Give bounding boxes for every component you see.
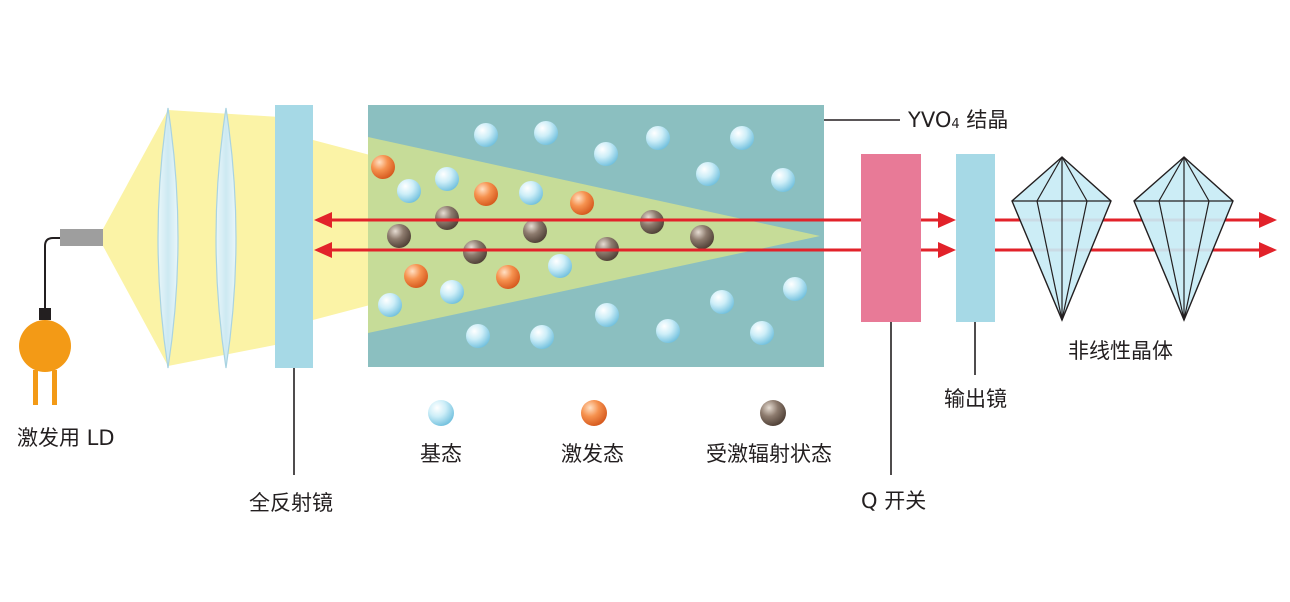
stimulated-state-particles: [387, 206, 714, 264]
ld-body: [19, 320, 71, 372]
ground-particle: [595, 303, 619, 327]
ground-particle: [750, 321, 774, 345]
ld-emitter: [60, 229, 103, 246]
ld-wire-bend: [44, 237, 62, 247]
ld-connector: [39, 308, 51, 320]
ground-particle: [440, 280, 464, 304]
crystal-label: YVO4 结晶: [908, 108, 1009, 132]
ground-particle: [466, 324, 490, 348]
lens-2: [215, 107, 237, 369]
stimulated-particle: [387, 224, 411, 248]
arrowhead-left-upper: [314, 212, 332, 228]
excited-particle: [404, 264, 428, 288]
q-switch-label: Q 开关: [861, 489, 927, 513]
ground-particle: [519, 181, 543, 205]
ground-particle: [534, 121, 558, 145]
q-switch: [861, 154, 921, 322]
stimulated-particle: [523, 219, 547, 243]
nonlinear-crystal-1: [1011, 156, 1112, 322]
excited-particle: [570, 191, 594, 215]
stimulated-particle: [463, 240, 487, 264]
crystal-label-subscript: 4: [951, 117, 960, 132]
crystal-label-main: YVO: [908, 108, 952, 132]
stimulated-particle: [640, 210, 664, 234]
ground-particle: [783, 277, 807, 301]
ground-particle: [435, 167, 459, 191]
ground-particle: [530, 325, 554, 349]
full-mirror-label: 全反射镜: [249, 491, 333, 515]
legend-swatch-ground: [428, 400, 454, 426]
ground-particle: [378, 293, 402, 317]
full-reflection-mirror: [275, 105, 313, 368]
ground-particle: [710, 290, 734, 314]
ground-particle: [594, 142, 618, 166]
arrowhead-right-lower: [938, 242, 956, 258]
ground-particle: [397, 179, 421, 203]
ld-pin-right: [52, 370, 57, 405]
ground-particle: [696, 162, 720, 186]
nonlinear-crystal-label: 非线性晶体: [1068, 339, 1173, 363]
excited-particle: [371, 155, 395, 179]
legend-label-excited: 激发态: [561, 442, 624, 466]
excited-particle: [496, 265, 520, 289]
laser-beams-cavity: [314, 212, 956, 258]
excited-particle: [474, 182, 498, 206]
legend-swatch-stimulated: [760, 400, 786, 426]
ground-particle: [771, 168, 795, 192]
ld-label: 激发用 LD: [17, 426, 115, 450]
excited-state-particles: [371, 155, 594, 289]
crystal-label-suffix: 结晶: [959, 108, 1009, 132]
ground-particle: [730, 126, 754, 150]
arrowhead-right-upper: [938, 212, 956, 228]
output-mirror-label: 输出镜: [944, 387, 1007, 411]
output-arrowhead-upper: [1259, 212, 1277, 228]
arrowhead-left-lower: [314, 242, 332, 258]
legend-swatch-excited: [581, 400, 607, 426]
ground-particle: [548, 254, 572, 278]
stimulated-particle: [690, 225, 714, 249]
nonlinear-crystal-2: [1133, 156, 1234, 322]
ground-particle: [474, 123, 498, 147]
legend-label-stimulated: 受激辐射状态: [706, 442, 832, 466]
pump-beam-to-crystal: [313, 140, 370, 320]
ground-particle: [646, 126, 670, 150]
lens-1: [157, 107, 179, 369]
ground-state-particles: [378, 121, 807, 349]
stimulated-particle: [435, 206, 459, 230]
output-arrowhead-lower: [1259, 242, 1277, 258]
ld-pin-left: [33, 370, 38, 405]
output-mirror: [956, 154, 995, 322]
ground-particle: [656, 319, 680, 343]
pump-beam-cone: [103, 110, 168, 366]
legend-label-ground: 基态: [420, 442, 462, 466]
